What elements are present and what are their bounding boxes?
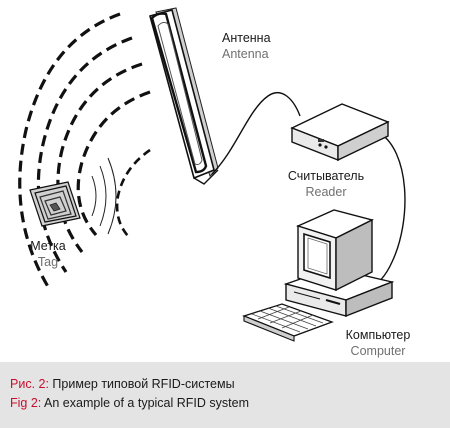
wave-arc-5 <box>115 148 151 237</box>
reader-device <box>290 103 390 162</box>
antenna-reader-cable <box>211 91 301 175</box>
label-reader-ru: Считыватель <box>287 169 365 183</box>
caption-en-text: An example of a typical RFID system <box>41 396 249 410</box>
wave-arc-4 <box>18 12 121 291</box>
caption-ru: Рис. 2: Пример типовой RFID-системы <box>10 375 450 394</box>
near-field-lines <box>91 157 117 235</box>
label-computer: Компьютер Computer <box>338 327 418 359</box>
computer <box>242 209 395 342</box>
wave-arc-2 <box>56 62 143 253</box>
label-antenna-en: Antenna <box>222 47 269 61</box>
caption-ru-prefix: Рис. 2: <box>10 377 49 391</box>
caption-en: Fig 2: An example of a typical RFID syst… <box>10 394 450 413</box>
label-reader-en: Reader <box>305 185 347 199</box>
caption-ru-text: Пример типовой RFID-системы <box>48 377 235 391</box>
label-computer-en: Computer <box>350 344 406 358</box>
caption-en-prefix: Fig 2: <box>10 396 42 410</box>
label-tag-en: Tag <box>37 255 59 269</box>
label-tag: Метка Tag <box>26 238 70 270</box>
antenna-panel <box>149 7 219 185</box>
rfid-diagram <box>18 7 406 342</box>
label-tag-ru: Метка <box>30 239 66 253</box>
label-computer-ru: Компьютер <box>345 328 411 342</box>
radio-waves <box>18 12 151 291</box>
wave-arc-1 <box>76 90 151 237</box>
label-antenna-ru: Антенна <box>222 31 271 45</box>
wave-arc-3 <box>36 36 133 273</box>
figure-caption: Рис. 2: Пример типовой RFID-системы Fig … <box>0 362 450 428</box>
label-antenna: Антенна Antenna <box>222 30 271 62</box>
rfid-tag <box>29 181 81 227</box>
label-reader: Считыватель Reader <box>282 168 370 200</box>
